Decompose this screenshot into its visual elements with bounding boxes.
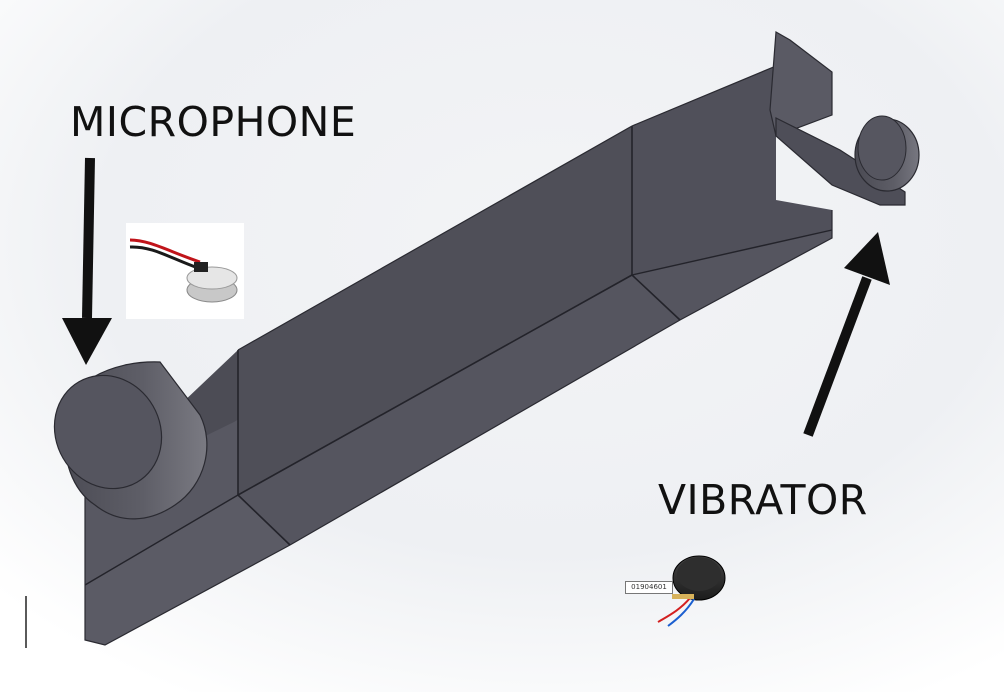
seam-right-top: [631, 229, 833, 276]
outline-bottom: [84, 210, 833, 646]
microphone-wire-black: [129, 245, 199, 270]
enclosure-left-bottom: [85, 495, 290, 645]
microphone-wire-red: [129, 238, 201, 264]
seam-bottom-left: [84, 494, 239, 586]
vibrator-adhesive: [672, 594, 694, 599]
enclosure-body: [84, 65, 833, 646]
microphone-photo-image: [126, 223, 244, 319]
microphone-mount: [53, 361, 208, 520]
enclosure-end-block: [632, 66, 832, 275]
vibrator-disc-top: [677, 557, 721, 591]
enclosure-upper-face: [238, 126, 632, 495]
microphone-label: MICROPHONE: [70, 98, 357, 146]
vibrator-arrow: [803, 232, 890, 437]
microphone-arrow: [62, 157, 112, 365]
arrow-up-right-icon: [803, 276, 872, 437]
arrow-up-right-icon-head: [844, 232, 890, 285]
vibrator-bracket: [769, 31, 833, 137]
arrow-down-icon: [82, 157, 95, 319]
vibrator-mount: [769, 31, 920, 206]
vibrator-wire-blue: [667, 598, 695, 627]
vibrator-cylinder-face: [857, 115, 907, 181]
vibrator-label: VIBRATOR: [658, 476, 868, 524]
vibrator-photo-image: [657, 555, 726, 627]
vibrator-wire-red: [657, 597, 691, 623]
microphone-capsule-top: [186, 266, 238, 290]
vibrator-part-tag: 01904601: [625, 581, 673, 594]
seam-long: [237, 274, 633, 496]
arrow-down-icon-head: [62, 318, 112, 365]
microphone-solder: [194, 262, 208, 272]
seam-left-lower: [237, 494, 291, 546]
microphone-cylinder-face: [53, 374, 163, 490]
